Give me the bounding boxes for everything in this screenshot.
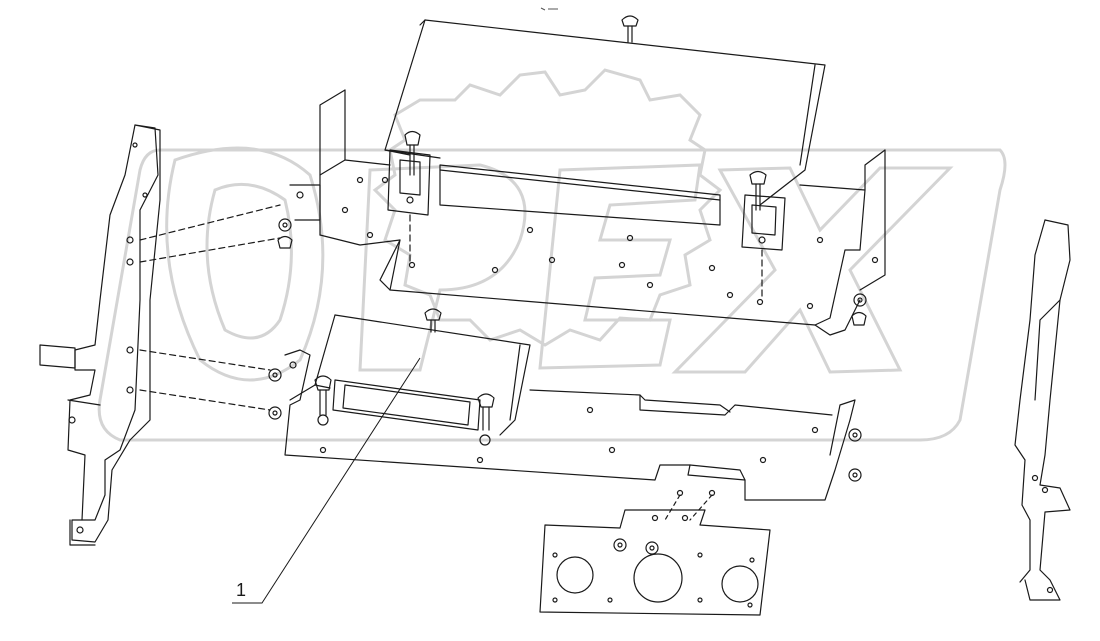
- watermark-outer-frame: [97, 148, 1007, 442]
- top-box-right-clip: [741, 170, 786, 301]
- lower-box-clips: [314, 375, 495, 446]
- watermark-logo: [97, 68, 1007, 442]
- drawing-linework: [39, 15, 1071, 616]
- upper-mounting-tray: [289, 89, 886, 336]
- watermark-letter-x: [671, 166, 954, 374]
- watermark-letter-e: [538, 163, 702, 370]
- callout-1: 1: [232, 357, 421, 604]
- watermark-letter-o: [165, 146, 325, 382]
- right-side-rail: [1014, 219, 1071, 601]
- left-side-rail: [39, 124, 161, 546]
- lower-box-screw: [424, 308, 442, 333]
- lower-mounting-tray: [284, 349, 856, 501]
- watermark-letter-p: [358, 163, 527, 372]
- lower-tray-screws: [268, 368, 862, 482]
- callout-leader-line: [232, 357, 421, 604]
- callout-label: 1: [236, 580, 246, 600]
- top-box-left-clip: [387, 130, 431, 216]
- watermark-gear: [372, 68, 723, 347]
- top-screw: [621, 15, 639, 43]
- lower-module-box: [314, 314, 531, 436]
- top-module-box: [384, 19, 826, 226]
- connector-plate: [539, 494, 771, 616]
- left-guide-lines: [139, 204, 281, 411]
- top-mark: [540, 7, 558, 11]
